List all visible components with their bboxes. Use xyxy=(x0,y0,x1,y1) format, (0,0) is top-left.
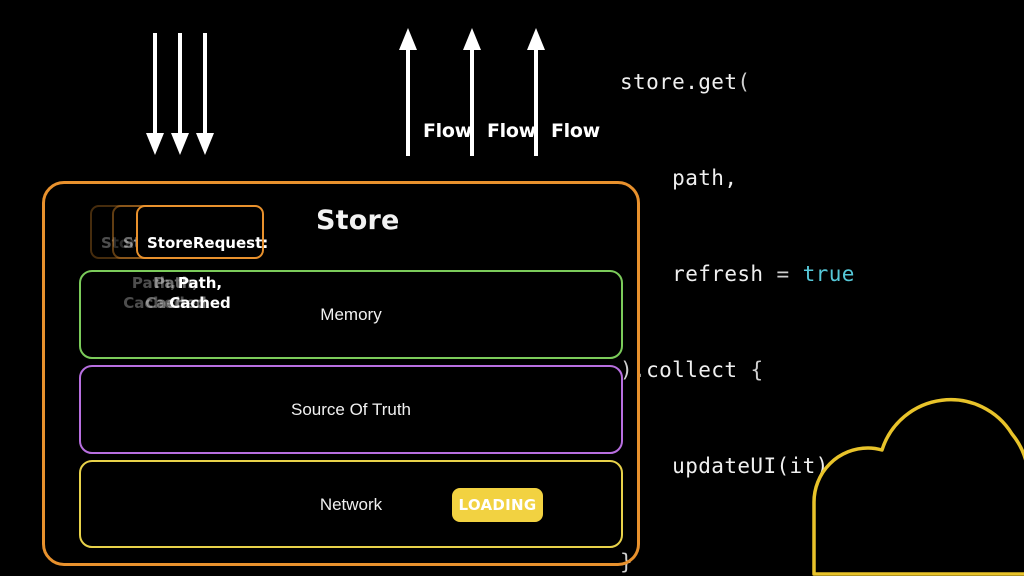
incoming-request-arrows xyxy=(130,20,240,160)
store-layer-network-label: Network xyxy=(319,494,383,514)
flow-arrows-group: Flow Flow Flow xyxy=(392,24,612,164)
flow-label-3: Flow xyxy=(551,120,600,142)
code-line-3: refresh = true xyxy=(620,258,855,290)
code-line-5: updateUI(it) xyxy=(620,450,855,482)
up-arrow-group xyxy=(399,28,545,156)
store-layer-source-of-truth-label: Source Of Truth xyxy=(291,400,411,419)
code-token-close-paren: ) xyxy=(620,358,634,382)
flow-label-1: Flow xyxy=(423,120,472,142)
code-token-open-paren: ( xyxy=(737,70,751,94)
code-token-store: store xyxy=(620,70,686,94)
code-token-collect: .collect xyxy=(633,358,751,382)
code-token-path: path, xyxy=(620,166,738,190)
store-layer-source-of-truth: Source Of Truth xyxy=(79,365,623,454)
code-line-1: store.get( xyxy=(620,66,855,98)
store-request-badge-line2: Path, Cached xyxy=(169,274,231,312)
code-line-4: ).collect { xyxy=(620,354,855,386)
code-token-equals: = xyxy=(776,262,803,286)
store-layer-memory: Memory xyxy=(79,270,623,359)
flow-label-2: Flow xyxy=(487,120,536,142)
code-token-open-brace: { xyxy=(750,358,764,382)
store-request-badge-line2: Path, Cached xyxy=(145,274,207,312)
store-request-badge: StoreRequest: Path, Cached xyxy=(136,205,268,312)
code-snippet: store.get( path, refresh = true ).collec… xyxy=(620,2,855,576)
store-layer-memory-label: Memory xyxy=(320,305,382,324)
code-line-2: path, xyxy=(620,162,855,194)
store-request-badge-line1: StoreRequest: xyxy=(147,234,269,252)
code-token-get: .get xyxy=(685,70,738,94)
code-token-updateui: updateUI(it) xyxy=(620,454,829,478)
remote-cloud-icon xyxy=(806,392,1024,576)
store-container xyxy=(42,181,640,566)
code-token-true: true xyxy=(802,262,855,286)
code-token-refresh: refresh xyxy=(620,262,777,286)
store-title: Store xyxy=(316,205,400,236)
cloud-outline xyxy=(812,397,1024,576)
store-request-badge-line2: Path, Cached xyxy=(123,274,185,312)
store-layer-network: Network xyxy=(79,460,623,548)
down-arrow-group xyxy=(146,33,214,155)
network-loading-badge: LOADING xyxy=(452,488,543,522)
